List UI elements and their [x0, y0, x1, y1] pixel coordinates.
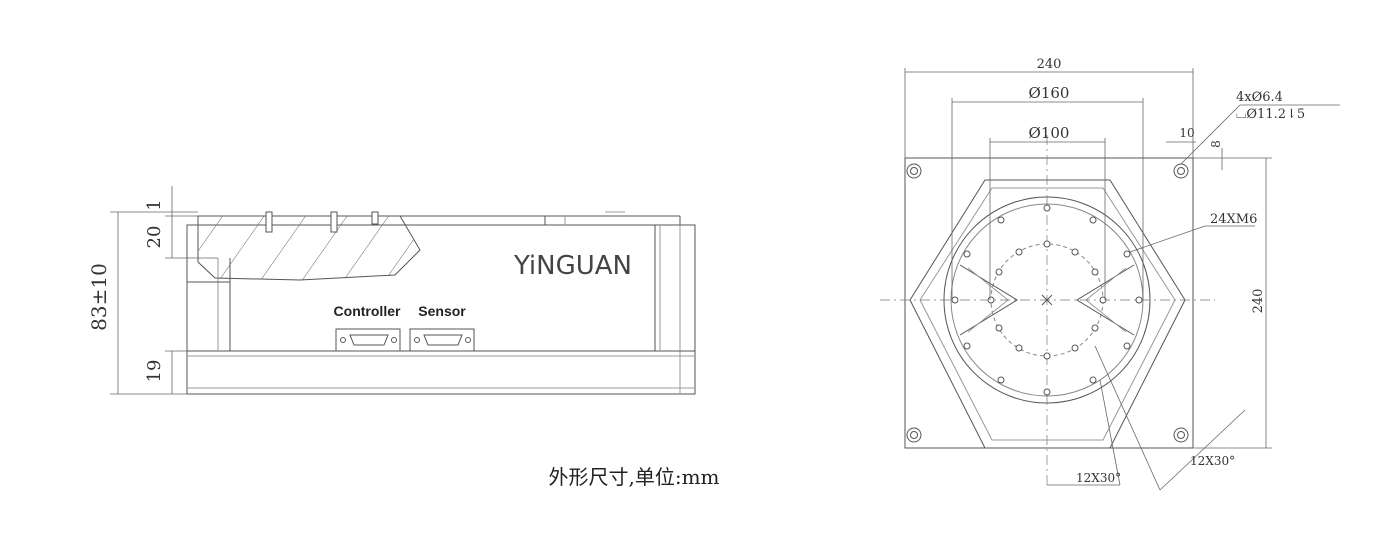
side-dimensions [110, 186, 218, 395]
platform-section [197, 215, 421, 281]
edge-offset-label: 10 [1179, 126, 1194, 140]
base-plate [186, 350, 696, 395]
units-caption: 外形尺寸,单位:mm [548, 465, 719, 489]
inner-bolt-holes [987, 240, 1107, 360]
pattern-label-1: 12X30° [1076, 471, 1121, 485]
brand-logo: YiNGUAN [513, 251, 632, 281]
dim-base-label: 19 [144, 360, 165, 383]
height-label: 240 [1251, 289, 1266, 314]
dim-top-label: 1 [144, 199, 165, 210]
controller-label: Controller [334, 303, 401, 319]
sensor-label: Sensor [418, 303, 466, 319]
outer-circle-label: Ø160 [1029, 84, 1070, 102]
threaded-holes-label: 24XM6 [1210, 212, 1257, 227]
dim-platform-label: 20 [144, 226, 165, 249]
inner-circle-label: Ø100 [1029, 124, 1070, 142]
top-dimensions [904, 68, 1340, 491]
dim-total-label: 83±10 [87, 263, 111, 331]
mount-holes-label-1: 4xØ6.4 [1236, 90, 1283, 105]
width-label: 240 [1037, 57, 1062, 72]
mount-holes-label-2: ⌴Ø11.2⇂5 [1236, 107, 1305, 122]
pattern-label-2: 12X30° [1190, 454, 1235, 468]
edge-offset-v-label: 8 [1209, 140, 1223, 148]
side-view [110, 186, 696, 395]
top-view [880, 68, 1340, 491]
outer-bolt-holes [951, 204, 1143, 396]
